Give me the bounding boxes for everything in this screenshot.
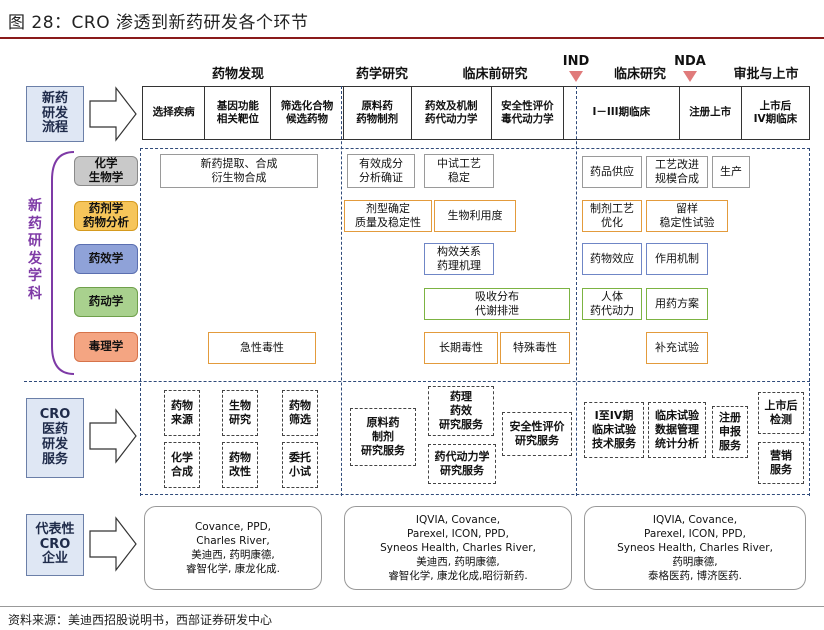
divider-left (140, 148, 141, 496)
process-step: I－III期临床 (564, 87, 680, 139)
box-mechanism: 作用机制 (646, 243, 708, 275)
cro-pk-service: 药代动力学 研究服务 (428, 444, 496, 484)
stage-approval: 审批与上市 (733, 67, 799, 82)
process-step: 安全性评价 毒代动力学 (492, 87, 564, 139)
row-head-representative: 代表性 CRO 企业 (26, 514, 84, 576)
cro-commission-test: 委托 小试 (282, 442, 318, 488)
process-step: 筛选化合物 候选药物 (271, 87, 344, 139)
box-extraction-synthesis: 新药提取、合成 衍生物合成 (160, 154, 318, 188)
row-head-rd-process: 新药 研发 流程 (26, 86, 84, 142)
discipline-pharmacokinetics: 药动学 (74, 287, 138, 317)
cro-drug-screening: 药物 筛选 (282, 390, 318, 436)
row-head-cro-services: CRO 医药 研发 服务 (26, 398, 84, 478)
stage-drug-discovery: 药物发现 (211, 67, 264, 82)
cro-post-market: 上市后 检测 (758, 392, 804, 434)
process-step: 药效及机制 药代动力学 (412, 87, 492, 139)
bracket-icon (51, 151, 75, 375)
discipline-toxicology: 毒理学 (74, 332, 138, 362)
box-sample-retention: 留样 稳定性试验 (646, 200, 728, 232)
cro-registration: 注册 申报 服务 (712, 406, 748, 458)
discipline-group-label: 新药研发学科 (28, 198, 42, 302)
cro-clinical-tech: I至IV期 临床试验 技术服务 (584, 402, 644, 458)
process-step: 原料药 药物制剂 (344, 87, 412, 139)
box-bioavailability: 生物利用度 (434, 200, 516, 232)
stage-clinical: 临床研究 (613, 67, 666, 82)
box-dosing-regimen: 用药方案 (646, 288, 708, 320)
process-step: 基因功能 相关靶位 (205, 87, 272, 139)
box-preparation-optimization: 制剂工艺 优化 (582, 200, 642, 232)
cro-drug-modification: 药物 改性 (222, 442, 258, 488)
title-rule (0, 37, 824, 39)
rep-clinical-companies: IQVIA, Covance, Parexel, ICON, PPD, Syne… (584, 506, 806, 590)
box-drug-supply: 药品供应 (582, 156, 642, 188)
milestone-nda: NDA (674, 54, 706, 69)
divider-ind (576, 86, 577, 496)
box-process-improvement: 工艺改进 规模合成 (646, 156, 708, 188)
footer-rule (0, 606, 824, 607)
divider-right (809, 148, 810, 496)
box-special-toxicity: 特殊毒性 (500, 332, 570, 364)
discipline-chemistry: 化学 生物学 (74, 156, 138, 186)
box-human-pk: 人体 药代动力 (582, 288, 642, 320)
cro-api-formulation: 原料药 制剂 研究服务 (350, 408, 416, 466)
process-step: 上市后 IV期临床 (753, 99, 798, 125)
process-bar: 选择疾病 基因功能 相关靶位 筛选化合物 候选药物 原料药 药物制剂 药效及机制… (142, 86, 810, 140)
arrow-right-icon (89, 86, 137, 142)
ind-marker-icon (569, 71, 583, 82)
divider-top (140, 148, 810, 149)
discipline-pharmaceutics: 药剂学 药物分析 (74, 201, 138, 231)
box-pilot-process: 中试工艺 稳定 (424, 154, 494, 188)
box-production: 生产 (712, 156, 750, 188)
milestone-ind: IND (562, 54, 590, 69)
divider-pharmaceutics (341, 86, 342, 496)
box-adme: 吸收分布 代谢排泄 (424, 288, 570, 320)
arrow-right-icon (89, 516, 137, 572)
rep-preclinical-companies: IQVIA, Covance, Parexel, ICON, PPD, Syne… (344, 506, 572, 590)
cro-data-management: 临床试验 数据管理 统计分析 (648, 402, 706, 458)
box-formulation: 剂型确定 质量及稳定性 (344, 200, 432, 232)
process-step: 选择疾病 (143, 87, 206, 139)
cro-marketing: 营销 服务 (758, 442, 804, 484)
rep-discovery-companies: Covance, PPD, Charles River, 美迪西, 药明康德, … (144, 506, 322, 590)
cro-chem-synthesis: 化学 合成 (164, 442, 200, 488)
nda-marker-icon (683, 71, 697, 82)
box-acute-toxicity: 急性毒性 (208, 332, 316, 364)
arrow-right-icon (89, 408, 137, 464)
process-step: 注册上市 (680, 87, 742, 139)
cro-drug-source: 药物 来源 (164, 390, 200, 436)
box-active-component: 有效成分 分析确证 (347, 154, 415, 188)
stage-pharmaceutics: 药学研究 (355, 67, 408, 82)
cro-safety-evaluation: 安全性评价 研究服务 (502, 412, 572, 456)
box-long-term-toxicity: 长期毒性 (424, 332, 498, 364)
cro-bio-research: 生物 研究 (222, 390, 258, 436)
box-drug-effect: 药物效应 (582, 243, 642, 275)
figure-title: 图 28：CRO 渗透到新药研发各个环节 (8, 13, 309, 33)
stage-preclinical: 临床前研究 (462, 67, 528, 82)
divider-middle (24, 381, 810, 382)
box-structure-activity: 构效关系 药理机理 (424, 243, 494, 275)
discipline-pharmacodynamics: 药效学 (74, 244, 138, 274)
divider-bottom (140, 494, 810, 495)
cro-pharmacology: 药理 药效 研究服务 (428, 386, 494, 436)
box-supplementary-test: 补充试验 (646, 332, 708, 364)
source-note: 资料来源：美迪西招股说明书，西部证券研发中心 (8, 613, 273, 627)
